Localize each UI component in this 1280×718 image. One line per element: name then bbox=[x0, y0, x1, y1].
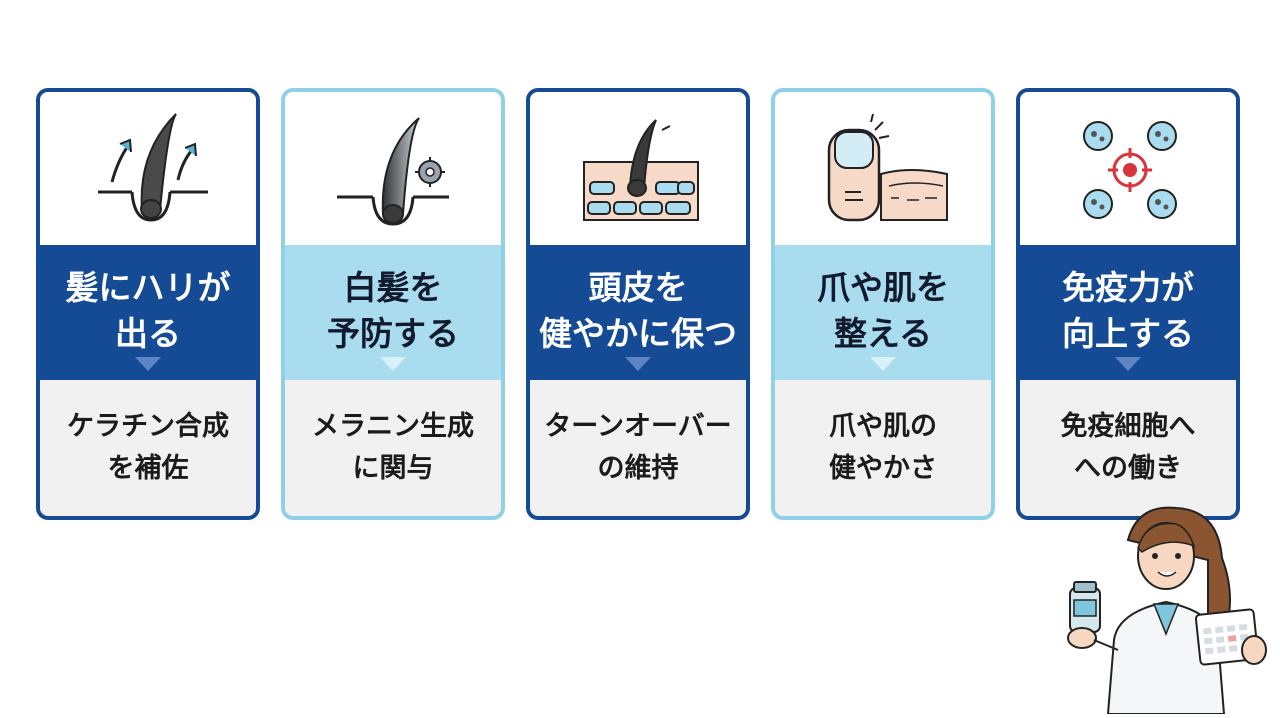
card-description: ターンオーバー の維持 bbox=[544, 411, 732, 484]
down-arrow-icon bbox=[870, 357, 896, 371]
card-title: 爪や肌を 整える bbox=[817, 268, 949, 353]
card-hair-firmness: 髪にハリが 出る ケラチン合成 を補佐 bbox=[36, 88, 260, 520]
down-arrow-icon bbox=[135, 357, 161, 371]
card-title-band: 白髪を 予防する bbox=[285, 245, 501, 380]
down-arrow-icon bbox=[380, 357, 406, 371]
card-title: 髪にハリが 出る bbox=[65, 268, 231, 353]
nail-skin-icon bbox=[775, 92, 991, 245]
card-description: メラニン生成 に関与 bbox=[312, 411, 474, 484]
scalp-skin-icon bbox=[530, 92, 746, 245]
card-title: 白髪を 予防する bbox=[327, 268, 459, 353]
card-description: ケラチン合成 を補佐 bbox=[67, 411, 229, 484]
card-title-band: 髪にハリが 出る bbox=[40, 245, 256, 380]
card-title: 頭皮を 健やかに保つ bbox=[539, 268, 737, 353]
card-scalp-health: 頭皮を 健やかに保つ ターンオーバー の維持 bbox=[526, 88, 750, 520]
immune-target-icon bbox=[1020, 92, 1236, 245]
card-title-band: 頭皮を 健やかに保つ bbox=[530, 245, 746, 380]
card-immunity: 免疫力が 向上する 免疫細胞へ への働き bbox=[1016, 88, 1240, 520]
gray-hair-prevention-icon bbox=[285, 92, 501, 245]
benefit-cards: 髪にハリが 出る ケラチン合成 を補佐 白髪を 予防す bbox=[36, 88, 1246, 526]
down-arrow-icon bbox=[625, 357, 651, 371]
card-description: 免疫細胞へ への働き bbox=[1060, 411, 1196, 484]
hair-growth-icon bbox=[40, 92, 256, 245]
card-title-band: 爪や肌を 整える bbox=[775, 245, 991, 380]
card-title-band: 免疫力が 向上する bbox=[1020, 245, 1236, 380]
card-gray-hair: 白髪を 予防する メラニン生成 に関与 bbox=[281, 88, 505, 520]
card-title: 免疫力が 向上する bbox=[1062, 268, 1194, 353]
pharmacist-illustration bbox=[1058, 500, 1280, 715]
down-arrow-icon bbox=[1115, 357, 1141, 371]
card-nail-skin: 爪や肌を 整える 爪や肌の 健やかさ bbox=[771, 88, 995, 520]
card-description: 爪や肌の 健やかさ bbox=[829, 411, 937, 484]
